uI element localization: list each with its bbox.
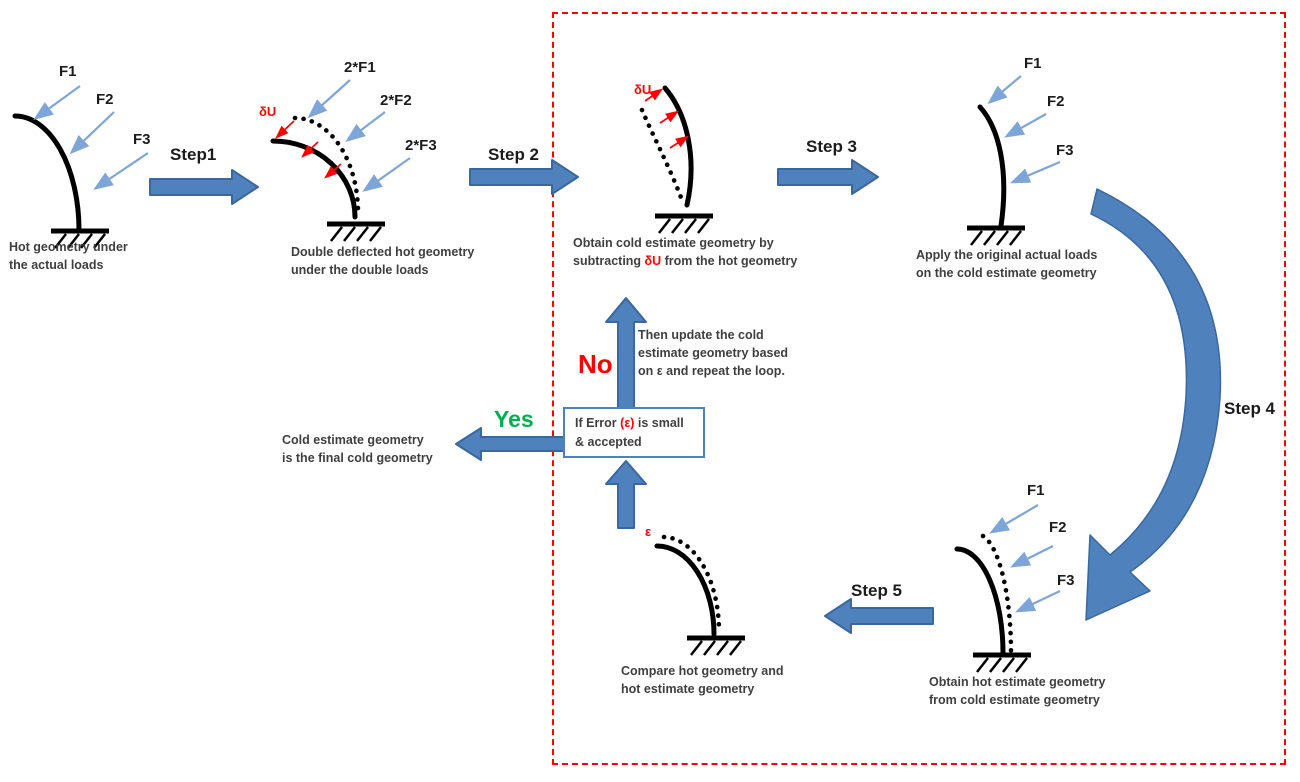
fixed-support xyxy=(687,638,745,655)
step5-arrow xyxy=(824,598,934,634)
step4-label: Step 4 xyxy=(1224,399,1276,418)
delta-u-label: δU xyxy=(259,104,277,119)
fixed-support xyxy=(327,224,385,241)
fixed-support xyxy=(973,655,1031,672)
force-label-f3: F3 xyxy=(133,131,151,148)
no-note-line1: Then update the cold xyxy=(638,328,764,342)
caption-pre: subtracting xyxy=(573,254,645,268)
force-label-f1: F1 xyxy=(59,63,77,80)
decision-epsilon: (ε) xyxy=(620,416,635,430)
force-label-f2: F2 xyxy=(1049,519,1067,536)
decision-line2: & accepted xyxy=(575,435,642,450)
step1-arrow xyxy=(149,169,259,205)
force-label-f3: F3 xyxy=(1056,142,1074,159)
step3-arrow xyxy=(777,159,879,195)
compare-to-decision-arrow xyxy=(605,460,647,529)
force-label-f1: F1 xyxy=(1024,55,1042,72)
force-label-f2: F2 xyxy=(96,91,114,108)
no-branch-arrow xyxy=(605,297,647,411)
decision-line1: If Error (ε) is small xyxy=(575,414,699,433)
step5-label: Step 5 xyxy=(851,581,903,600)
final-result-line1: Cold estimate geometry xyxy=(282,433,424,447)
double-caption-line2: under the double loads xyxy=(291,263,429,277)
double-deflected-sketch xyxy=(270,79,411,241)
hot-caption-line1: Hot geometry under xyxy=(9,240,128,254)
step2-arrow xyxy=(469,159,579,195)
yes-label: Yes xyxy=(494,406,534,432)
final-result-line2: is the final cold geometry xyxy=(282,451,433,465)
yes-branch-arrow xyxy=(455,427,567,461)
apply-loads-sketch xyxy=(967,75,1061,245)
step3-label: Step 3 xyxy=(806,137,858,156)
fixed-support xyxy=(655,216,713,233)
force-label-2f1: 2*F1 xyxy=(344,59,376,76)
cold-estimate-sketch xyxy=(639,85,713,233)
fixed-support xyxy=(967,228,1025,245)
cold-estimate-caption-line1: Obtain cold estimate geometry by xyxy=(573,236,774,250)
decision-line1-post: is small xyxy=(634,416,684,430)
apply-loads-caption-line2: on the cold estimate geometry xyxy=(916,266,1097,280)
apply-loads-caption-line1: Apply the original actual loads xyxy=(916,248,1098,262)
caption-post: from the hot geometry xyxy=(661,254,798,268)
hot-estimate-caption-line1: Obtain hot estimate geometry xyxy=(929,675,1106,689)
caption-delta-red: δU xyxy=(644,254,662,268)
decision-line1-pre: If Error xyxy=(575,416,621,430)
hot-estimate-sketch xyxy=(954,504,1061,672)
no-note-line3: on ε and repeat the loop. xyxy=(638,364,785,378)
error-decision-box: If Error (ε) is small & accepted xyxy=(563,407,705,458)
delta-u-label: δU xyxy=(634,82,652,97)
force-label-2f3: 2*F3 xyxy=(405,137,437,154)
force-label-f3: F3 xyxy=(1057,572,1075,589)
step2-label: Step 2 xyxy=(488,145,540,164)
compare-caption-line2: hot estimate geometry xyxy=(621,682,755,696)
hot-caption-line2: the actual loads xyxy=(9,258,104,272)
no-note-line2: estimate geometry based xyxy=(638,346,789,360)
iteration-loop-dashed-border xyxy=(552,12,1286,765)
no-label: No xyxy=(578,349,613,379)
force-label-2f2: 2*F2 xyxy=(380,92,412,109)
compare-caption-line1: Compare hot geometry and xyxy=(621,664,784,678)
step4-curved-arrow xyxy=(1085,188,1222,621)
double-caption-line1: Double deflected hot geometry xyxy=(291,245,475,259)
force-label-f1: F1 xyxy=(1027,482,1045,499)
step1-label: Step1 xyxy=(170,145,217,164)
compare-sketch xyxy=(654,534,745,655)
hot-geometry-sketch xyxy=(12,85,149,248)
epsilon-label: ε xyxy=(645,524,652,539)
cold-estimate-caption-line2: subtracting δU from the hot geometry xyxy=(573,254,797,268)
hot-estimate-caption-line2: from cold estimate geometry xyxy=(929,693,1100,707)
force-label-f2: F2 xyxy=(1047,93,1065,110)
